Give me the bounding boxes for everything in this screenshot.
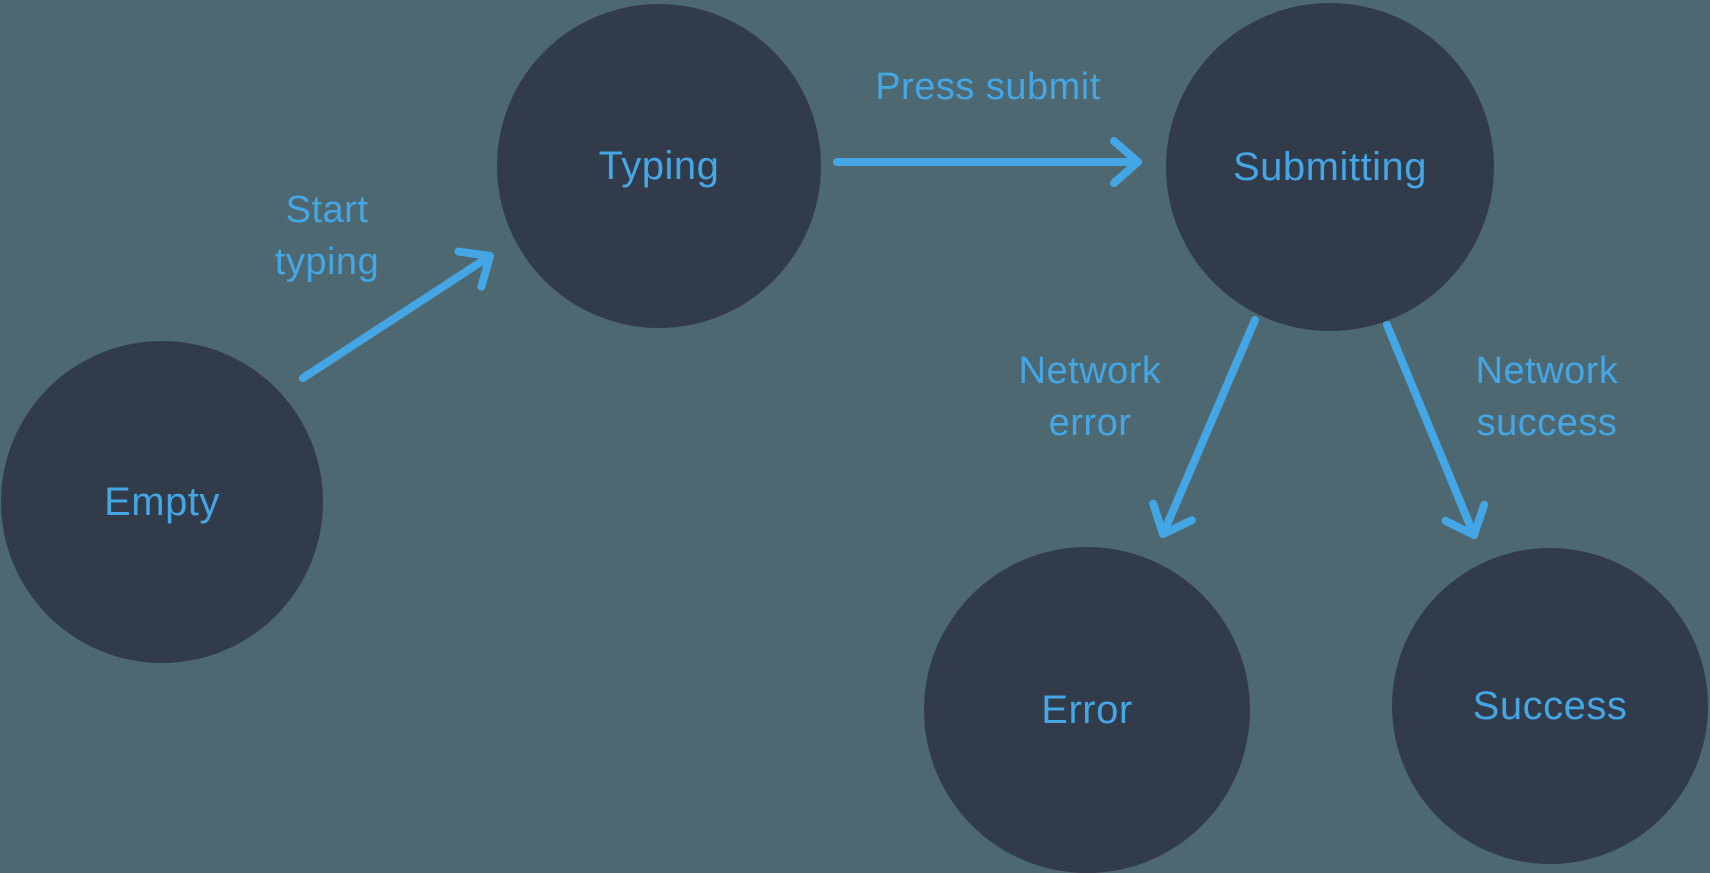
state-node-typing: Typing [497, 4, 821, 328]
state-label-error: Error [1041, 687, 1133, 732]
arrow-network-success [1383, 321, 1489, 539]
state-label-success: Success [1472, 683, 1628, 728]
state-label-submitting: Submitting [1233, 144, 1427, 189]
state-node-error: Error [924, 547, 1250, 873]
arrow-network-error [1149, 316, 1259, 538]
transition-label-start-typing: Start typing [274, 189, 380, 283]
state-node-success: Success [1392, 548, 1708, 864]
state-label-typing: Typing [598, 143, 720, 188]
transition-label-network-success: Network success [1475, 350, 1619, 444]
transition-label-network-error: Network error [1018, 350, 1162, 444]
state-label-empty: Empty [104, 479, 220, 524]
state-node-submitting: Submitting [1166, 3, 1494, 331]
transition-label-press-submit: Press submit [875, 66, 1101, 108]
arrow-start-typing [299, 247, 494, 382]
state-node-empty: Empty [1, 341, 323, 663]
